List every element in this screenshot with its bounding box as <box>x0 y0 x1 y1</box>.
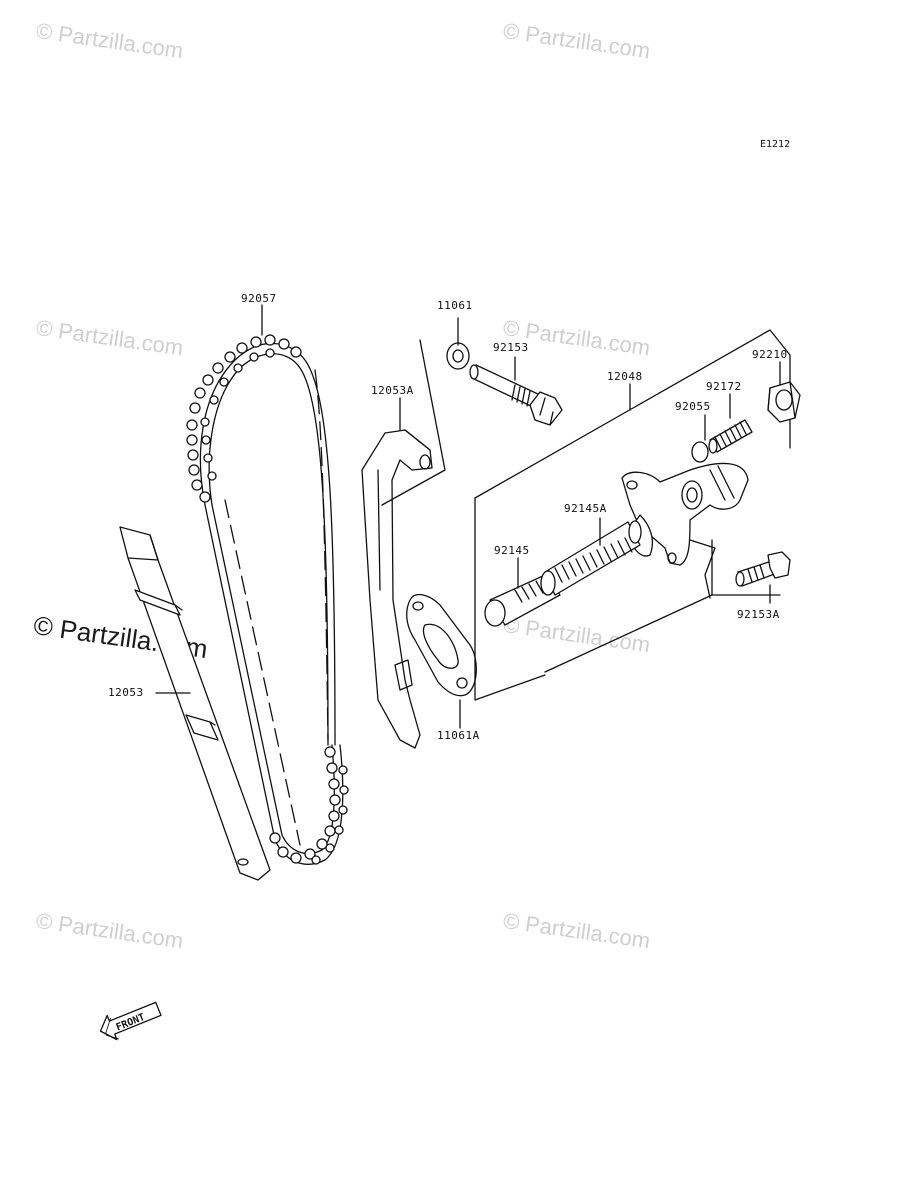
chain-guide-12053A-drawing <box>361 429 433 749</box>
chain-guide-12053-drawing <box>119 526 271 881</box>
part-label: 92145 <box>494 544 530 557</box>
part-label: 92145A <box>564 502 607 515</box>
tensioner-body-drawing <box>621 462 749 566</box>
leader-lines <box>155 304 781 729</box>
part-label: 92153A <box>737 608 780 621</box>
spring-92172-drawing <box>708 419 753 454</box>
bolt-92153-drawing <box>469 364 563 426</box>
diagram-code: E1212 <box>760 139 791 150</box>
assembly-box-outline-lower <box>474 497 546 701</box>
part-label: 12053 <box>108 686 144 699</box>
part-label: 92172 <box>706 380 742 393</box>
bolt-92153A-drawing <box>735 551 791 587</box>
gasket-11061A-drawing <box>406 593 477 697</box>
part-label: 92057 <box>241 292 277 305</box>
chain-links-lower <box>269 746 349 865</box>
group-bracket-left <box>381 339 446 506</box>
part-label: 92153 <box>493 341 529 354</box>
part-label: 12053A <box>371 384 414 397</box>
chain-links-upper <box>186 334 302 503</box>
part-label: 92055 <box>675 400 711 413</box>
oring-92055-drawing <box>691 441 709 463</box>
part-label: 12048 <box>607 370 643 383</box>
washer-11061-drawing <box>446 342 470 370</box>
front-arrow: FRONT <box>99 1001 162 1041</box>
part-label: 11061A <box>437 729 480 742</box>
part-label: 11061 <box>437 299 473 312</box>
nut-92210-drawing <box>767 381 801 423</box>
part-label: 92210 <box>752 348 788 361</box>
tensioner-spring-drawing <box>484 520 642 627</box>
